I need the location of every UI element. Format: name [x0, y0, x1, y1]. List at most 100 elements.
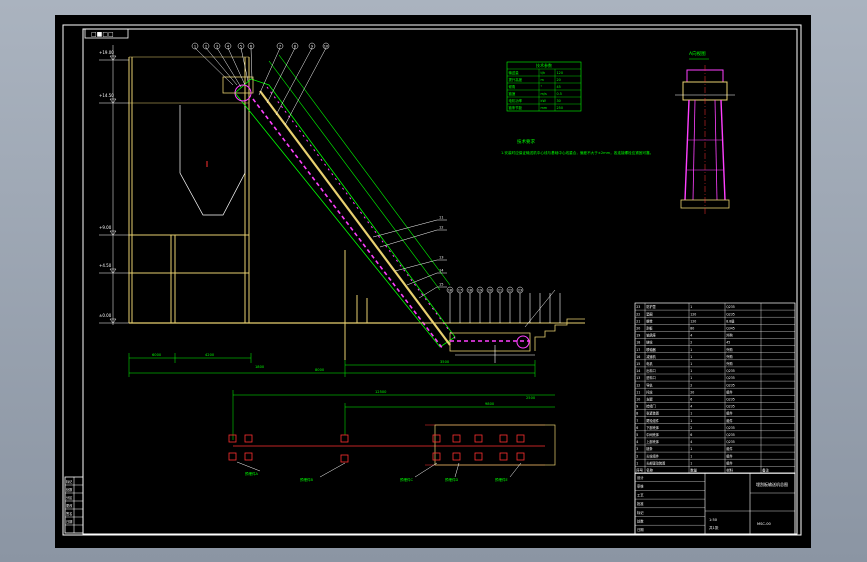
balloon-circle: [213, 42, 221, 50]
parts-list-cell: 17: [636, 348, 640, 352]
elevation-mark: +14.50: [99, 93, 114, 98]
dimension-label: 6000: [152, 353, 162, 357]
parts-list-cell: 120: [690, 312, 696, 316]
title-block-label: 标记: [637, 510, 644, 515]
balloon-number: 16: [448, 289, 452, 293]
parts-list-cell: 组件: [726, 389, 733, 394]
title-block-label: 日期: [637, 527, 644, 532]
elevation-mark: +19.00: [99, 50, 114, 55]
balloon-number: 13: [439, 256, 443, 260]
parts-list-cell: 托轮: [646, 389, 653, 394]
parts-list-cell: Q235: [726, 383, 735, 387]
spec-table-title: 技术参数: [536, 62, 552, 68]
parts-list-cell: Q235: [726, 369, 735, 373]
parts-list-cell: 20: [690, 390, 694, 394]
parts-list-cell: 1: [690, 362, 692, 366]
parts-list-cell: 1: [636, 461, 638, 465]
dimension-lines-elevation: [128, 353, 536, 377]
balloon-circle: [276, 42, 284, 50]
plan-label: 预埋件B: [300, 477, 313, 482]
outer-frame: [62, 24, 802, 536]
spec-table-border: [506, 61, 582, 112]
balloon-circle: [446, 286, 454, 294]
cad-viewport[interactable]: □■□□ 标记处数分区更改签名日期 ±0.00+4.50+9.00+14.50+…: [55, 15, 811, 548]
balloon-number: 15: [439, 283, 443, 287]
parts-list-cell: Q235: [726, 405, 735, 409]
balloon-number: 10: [324, 45, 328, 49]
spec-table-cell: 0.5: [557, 92, 562, 96]
parts-list-cell: 头轮组件: [646, 453, 660, 458]
parts-list-cell: 11: [636, 390, 640, 394]
balloon-number: 21: [498, 289, 502, 293]
spec-table-cell: 250: [557, 106, 563, 110]
balloon-number: 20: [488, 289, 492, 293]
parts-list-cell: 垫圈: [646, 311, 652, 316]
spec-table-cell: m/s: [541, 92, 547, 96]
balloon-number: 23: [518, 289, 522, 293]
parts-list-cell: 组件: [726, 446, 733, 451]
balloon-number: 3: [216, 45, 218, 49]
parts-list-cell: 12: [636, 383, 640, 387]
balloon-number: 22: [508, 289, 512, 293]
elevation-triangle: [109, 318, 117, 324]
parts-list-cell: 7: [636, 419, 638, 423]
stamp-text: □■□□: [91, 31, 114, 38]
parts-list-cell: 10: [636, 398, 640, 402]
balloon-number: 7: [279, 45, 281, 49]
parts-list-cell: 23: [636, 305, 640, 309]
spec-table-cell: 30: [557, 99, 561, 103]
parts-list-cell: 联轴器: [646, 347, 656, 352]
balloon-circle: [496, 286, 504, 294]
parts-list-cell: 1: [690, 305, 692, 309]
parts-list-cell: Q235: [726, 376, 735, 380]
dimension-label: 2500: [526, 396, 536, 400]
spec-table-cell: 45: [557, 85, 561, 89]
parts-list-cell: 2: [690, 383, 692, 387]
parts-list-cell: 19: [636, 334, 640, 338]
dimension-label: 8000: [315, 368, 325, 372]
elevation-mark: +9.00: [99, 225, 112, 230]
spec-table-cell: 20: [557, 78, 561, 82]
balloon-number: 9: [311, 45, 313, 49]
plan-label: 预埋件E: [495, 477, 508, 482]
revision-label: 更改: [66, 503, 73, 508]
parts-list-cell: Q235: [726, 433, 735, 437]
spec-table-cell: °: [541, 85, 543, 89]
dimension-label: 1800: [255, 365, 265, 369]
balloon-number: 4: [227, 45, 230, 49]
stamp-box: [84, 28, 129, 39]
parts-list-cell: 1: [690, 419, 692, 423]
elevation-mark: +4.50: [99, 263, 112, 268]
spec-table-cell: t/h: [541, 71, 546, 75]
spec-table-cell: 链条节距: [509, 105, 523, 110]
balloon-number: 12: [439, 226, 443, 230]
drawing-number: MSC-00: [757, 522, 771, 526]
title-block-label: 批准: [637, 501, 644, 506]
notes-line: 1.安装时应保证输送机中心线与基础中心线重合，偏差不大于±2mm，各连接螺栓应紧…: [501, 150, 653, 155]
balloon-circle: [247, 42, 255, 50]
parts-list-cell: 1: [690, 355, 692, 359]
parts-list-cell: 组件: [726, 460, 733, 465]
parts-list-cell: Q235: [726, 312, 735, 316]
parts-list-header: 材料: [726, 468, 733, 473]
parts-list-cell: Q345: [726, 327, 735, 331]
parts-list-cell: 4: [636, 440, 638, 444]
parts-list-cell: 80: [690, 327, 694, 331]
parts-list-cell: 支腿: [646, 397, 653, 402]
parts-list-cell: 22: [636, 312, 640, 316]
parts-list-cell: 16: [636, 355, 640, 359]
parts-list-cell: 6: [690, 398, 692, 402]
parts-list-cell: 13: [636, 376, 640, 380]
dimension-label: 9800: [485, 402, 495, 406]
spec-table-cell: mm: [541, 106, 548, 110]
parts-list-header: 序号: [636, 468, 643, 473]
dimension-label: 4200: [205, 353, 215, 357]
balloon-circle: [476, 286, 484, 294]
plan-label: 预埋件C: [400, 477, 413, 482]
balloon-number: 18: [468, 289, 472, 293]
title-block-label: 工艺: [637, 492, 644, 497]
balloon-circle: [191, 42, 199, 50]
building-structure: [128, 56, 400, 324]
